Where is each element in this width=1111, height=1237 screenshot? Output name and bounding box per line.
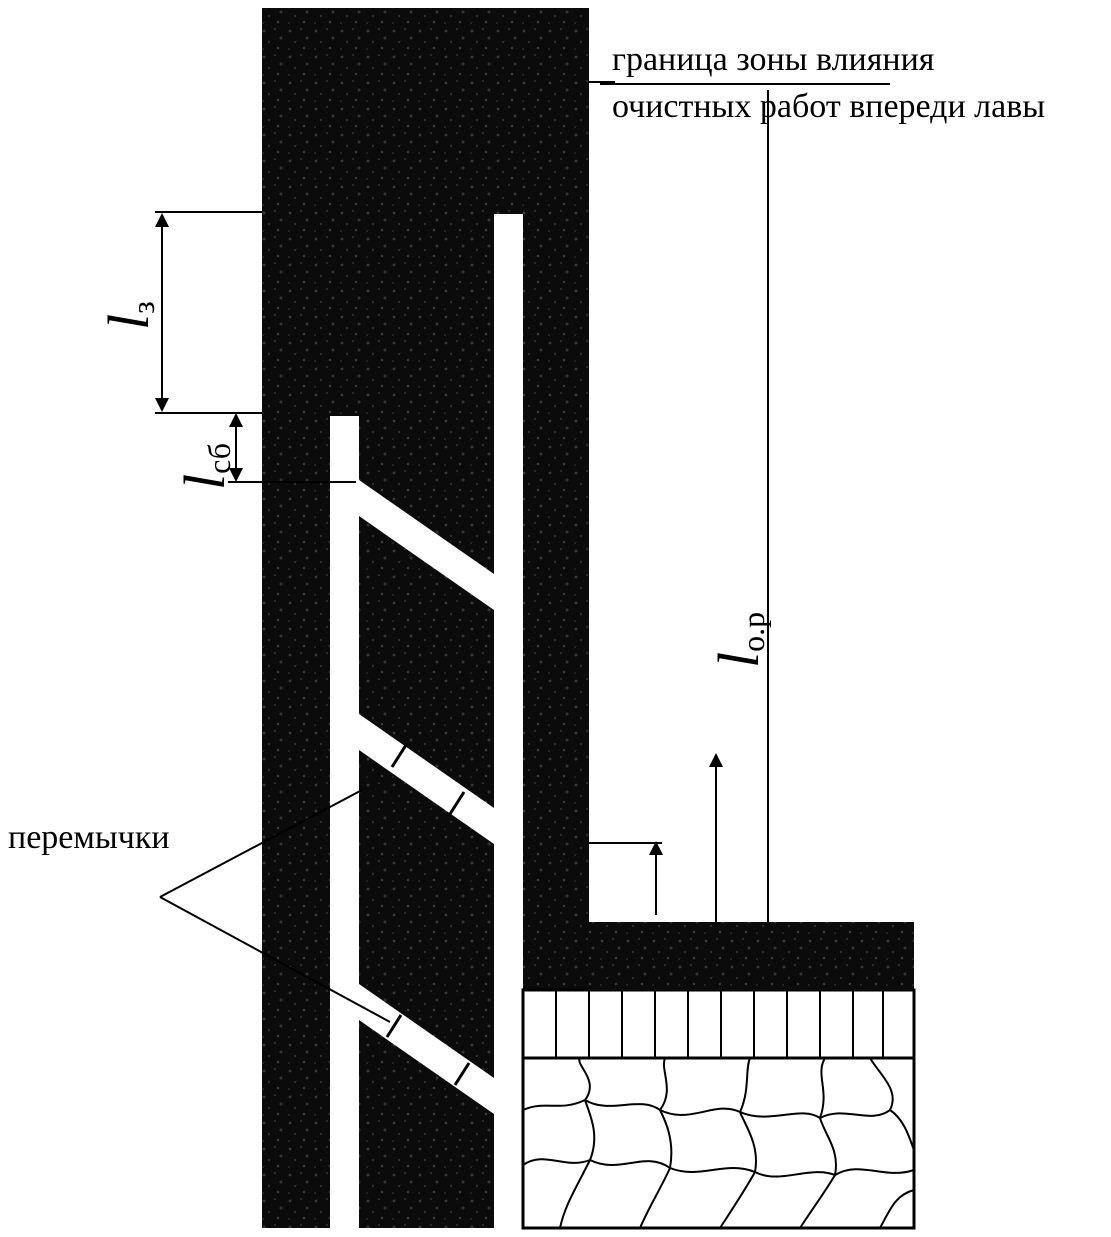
bulkhead-leader-2 xyxy=(159,896,391,1023)
crosscut-3 xyxy=(359,984,494,1114)
bulkheads xyxy=(385,744,471,1086)
right-drift xyxy=(494,214,523,1228)
boundary-label-line1: граница зоны влияния xyxy=(612,41,935,78)
bulkheads-label: перемычки xyxy=(8,819,170,856)
bulkhead-2b xyxy=(453,1062,471,1086)
caved-rock-blocks xyxy=(522,1057,915,1229)
dim-lz-label: lз xyxy=(96,301,161,330)
goaf-area xyxy=(521,988,916,1230)
support-sections xyxy=(555,990,884,1058)
lava-gap xyxy=(494,848,523,854)
crosscut-2 xyxy=(359,714,494,844)
dimension-lines xyxy=(155,81,890,1023)
mine-workings xyxy=(330,214,523,1228)
bulkhead-leader-1 xyxy=(159,789,363,898)
bulkhead-2a xyxy=(385,1014,403,1038)
coal-strip-overlay xyxy=(589,922,914,990)
boundary-label-line2: очистных работ впереди лавы xyxy=(612,88,1045,125)
left-drift xyxy=(330,416,359,1228)
crosscut-1 xyxy=(359,480,494,610)
dim-lsb-label: lсб xyxy=(172,443,237,490)
dim-lor-label: lо.р xyxy=(706,612,771,668)
support-row xyxy=(521,988,916,1060)
caved-rock-zone xyxy=(521,1056,916,1230)
bulkhead-1a xyxy=(390,744,408,768)
bulkhead-1b xyxy=(448,791,466,815)
